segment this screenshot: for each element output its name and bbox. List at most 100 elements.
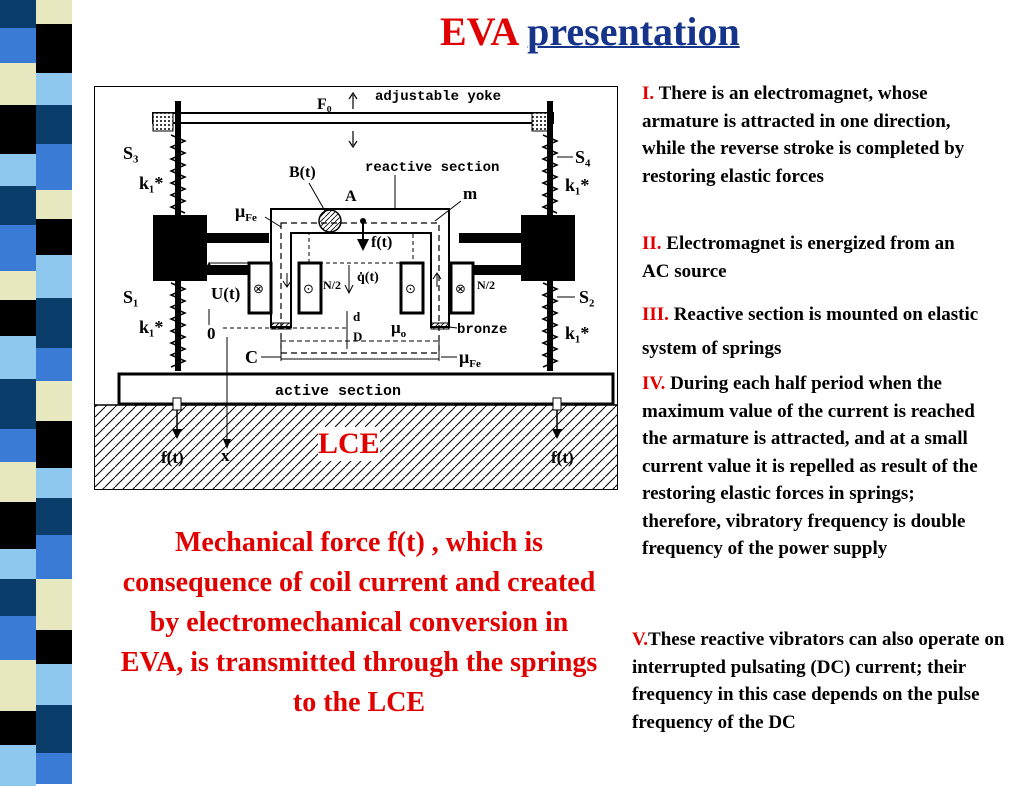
caption: Mechanical force f(t) , which is consequ… [120,527,598,718]
coil-right-inner [399,261,425,315]
label-c: C [245,347,258,367]
strip-block [0,336,36,379]
point-1-number: I. [642,83,655,104]
strip-block [0,271,36,300]
strip-block [36,498,72,535]
slide-title: EVA presentation [440,8,820,55]
point-2-number: II. [642,233,662,254]
label-k-left-bottom: k₁* [139,317,163,337]
strip-block [0,186,36,225]
strip-block [0,711,36,745]
svg-text:⊗: ⊗ [455,281,466,296]
strip-block [36,381,72,421]
label-s3: S₃ [123,143,139,163]
yoke-bar [152,112,554,124]
label-q-t: q̇(t) [357,270,379,285]
point-4-text: During each half period when the maximum… [642,373,978,559]
strip-block [0,0,36,28]
strip-block [36,105,72,144]
svg-text:⊙: ⊙ [405,281,416,296]
strip-block [0,616,36,660]
point-5-text: These reactive vibrators can also operat… [632,629,1005,733]
strip-block [0,28,36,63]
svg-text:⊗: ⊗ [253,281,264,296]
strip-block [36,255,72,298]
strip-block [0,300,36,336]
strip-block [36,535,72,579]
decorative-strip [0,0,72,786]
strip-block [36,73,72,105]
strip-block [36,753,72,784]
label-mu-fe-top: μFe [235,201,257,224]
point-4-number: IV. [642,373,666,394]
point-2: II. Electromagnet is energized from an A… [642,230,962,285]
point-1-text: There is an electromagnet, whose armatur… [642,83,965,187]
label-m: m [463,184,477,203]
strip-block [36,190,72,219]
strip-block [36,630,72,664]
strip-block [36,144,72,190]
strip-block [36,348,72,381]
label-k-left-top: k₁* [139,173,163,193]
coil-left-outer [247,261,273,315]
spring-s4 [541,134,559,214]
sensor-a [318,209,342,233]
label-bronze: bronze [457,322,507,338]
strip-block [0,63,36,105]
label-k-right-bottom: k₁* [565,323,589,343]
strip-block [0,105,36,154]
label-a: A [345,188,357,205]
point-2-text: Electromagnet is energized from an AC so… [642,233,955,282]
label-f-right: f(t) [551,448,574,467]
strip-block [36,468,72,498]
strip-block [36,24,72,73]
label-s1: S₁ [123,287,138,307]
title-presentation: presentation [527,9,740,54]
strip-block [36,421,72,468]
point-5-number: V. [632,629,649,650]
coil-right-outer [449,261,475,315]
strip-block [0,429,36,462]
label-x: x [221,446,230,465]
point-5: V.These reactive vibrators can also oper… [632,626,1012,736]
spring-s2 [541,282,559,368]
label-s2: S₂ [579,287,594,307]
label-n2-left: N/2 [323,278,341,292]
label-k-right-top: k₁* [565,175,589,195]
label-zero: 0 [207,324,216,343]
lce-label: LCE [318,427,380,461]
label-b-t: B(t) [289,164,316,181]
point-3-number: III. [642,304,669,325]
strip-block [0,502,36,549]
left-bracket [153,215,207,281]
coil-left-inner [297,261,323,315]
label-d-big: D [353,329,362,344]
label-u-t: U(t) [211,284,240,303]
strip-block [36,0,72,24]
point-1: I. There is an electromagnet, whose arma… [642,80,984,190]
strip-block [0,154,36,186]
strip-block [36,579,72,630]
eva-diagram: active section F₀ adjustable yoke S₃ k₁*… [94,86,618,490]
strip-block [0,462,36,502]
strip-block [36,705,72,753]
strip-block [36,664,72,705]
right-bracket [521,215,575,281]
strip-block [0,225,36,271]
strip-block [0,660,36,711]
active-section-plate [117,372,615,406]
spring-s3 [169,134,187,214]
label-f0: F₀ [317,96,332,113]
strip-block [36,298,72,348]
title-eva: EVA [440,9,518,54]
label-f-t-center: f(t) [371,234,392,251]
label-d: d [353,309,361,324]
point-4: IV. During each half period when the max… [642,370,982,563]
point-3-text: Reactive section is mounted on elastic s… [642,304,979,359]
strip-block [0,579,36,616]
strip-block [0,549,36,579]
label-s4: S₄ [575,147,591,167]
label-f-left: f(t) [161,448,184,467]
strip-block [0,745,36,786]
label-n2-right: N/2 [477,278,495,292]
